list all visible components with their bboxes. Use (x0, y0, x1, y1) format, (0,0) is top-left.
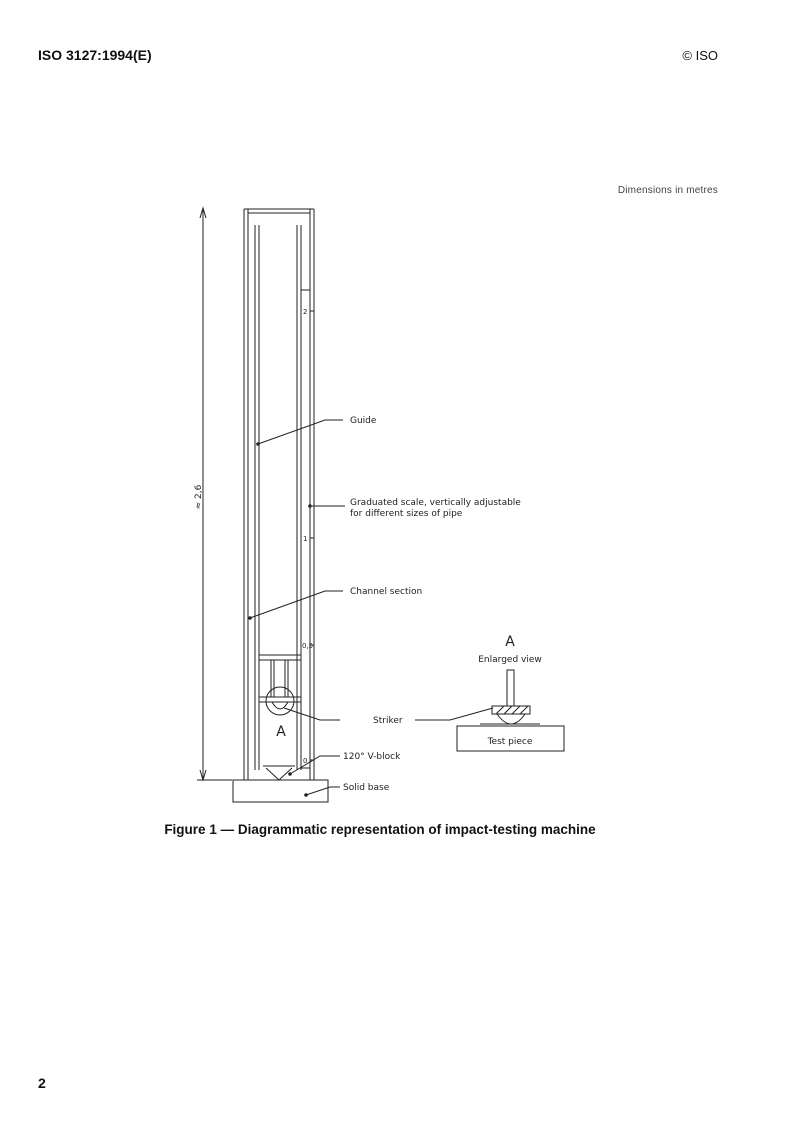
document-id: ISO 3127:1994(E) (38, 47, 152, 63)
enlarged-striker-plate (491, 705, 531, 715)
scale-tick-1: 1 (303, 535, 307, 543)
dim-arrow-top (199, 206, 207, 219)
scale-tick-0: 0 (303, 757, 307, 765)
figure-caption: Figure 1 — Diagrammatic representation o… (164, 822, 596, 837)
guide-label: Guide (350, 416, 377, 426)
test-piece-box (456, 725, 565, 752)
detail-a-marker: A (276, 724, 286, 740)
scale-label-line2: for different sizes of pipe (350, 509, 463, 519)
channel-leader (249, 590, 343, 619)
enlarged-striker-head (496, 713, 526, 725)
v-block (265, 767, 293, 781)
enlarged-letter: A (505, 634, 515, 650)
page-number: 2 (38, 1075, 46, 1091)
graduated-scale (300, 289, 311, 769)
striker-crossbar-lower (258, 696, 302, 703)
guide-leader (257, 419, 343, 445)
striker-crossbar-upper (258, 654, 302, 661)
vblock-leader (289, 755, 340, 775)
enlarged-title: Enlarged view (478, 655, 542, 665)
base-leader (305, 786, 340, 796)
scale-tick-2: 2 (303, 308, 307, 316)
scale-label-line1: Graduated scale, vertically adjustable (350, 498, 521, 508)
striker-head (271, 701, 289, 710)
solid-base (232, 779, 329, 803)
base-label: Solid base (343, 783, 390, 793)
striker-label: Striker (373, 716, 403, 726)
striker-leader (283, 707, 340, 721)
height-dimension-label: ≈ 2,6 (194, 484, 204, 509)
units-note: Dimensions in metres (617, 185, 718, 196)
copyright-notice: © ISO (682, 48, 718, 63)
test-piece-label: Test piece (487, 737, 533, 747)
vblock-label: 120° V-block (343, 752, 401, 762)
detail-circle-a (265, 686, 295, 716)
enlarged-striker-shaft (506, 669, 515, 707)
channel-label: Channel section (350, 587, 422, 597)
scale-tick-0-5: 0,5 (302, 642, 313, 650)
enlarged-striker-leader (415, 707, 494, 721)
